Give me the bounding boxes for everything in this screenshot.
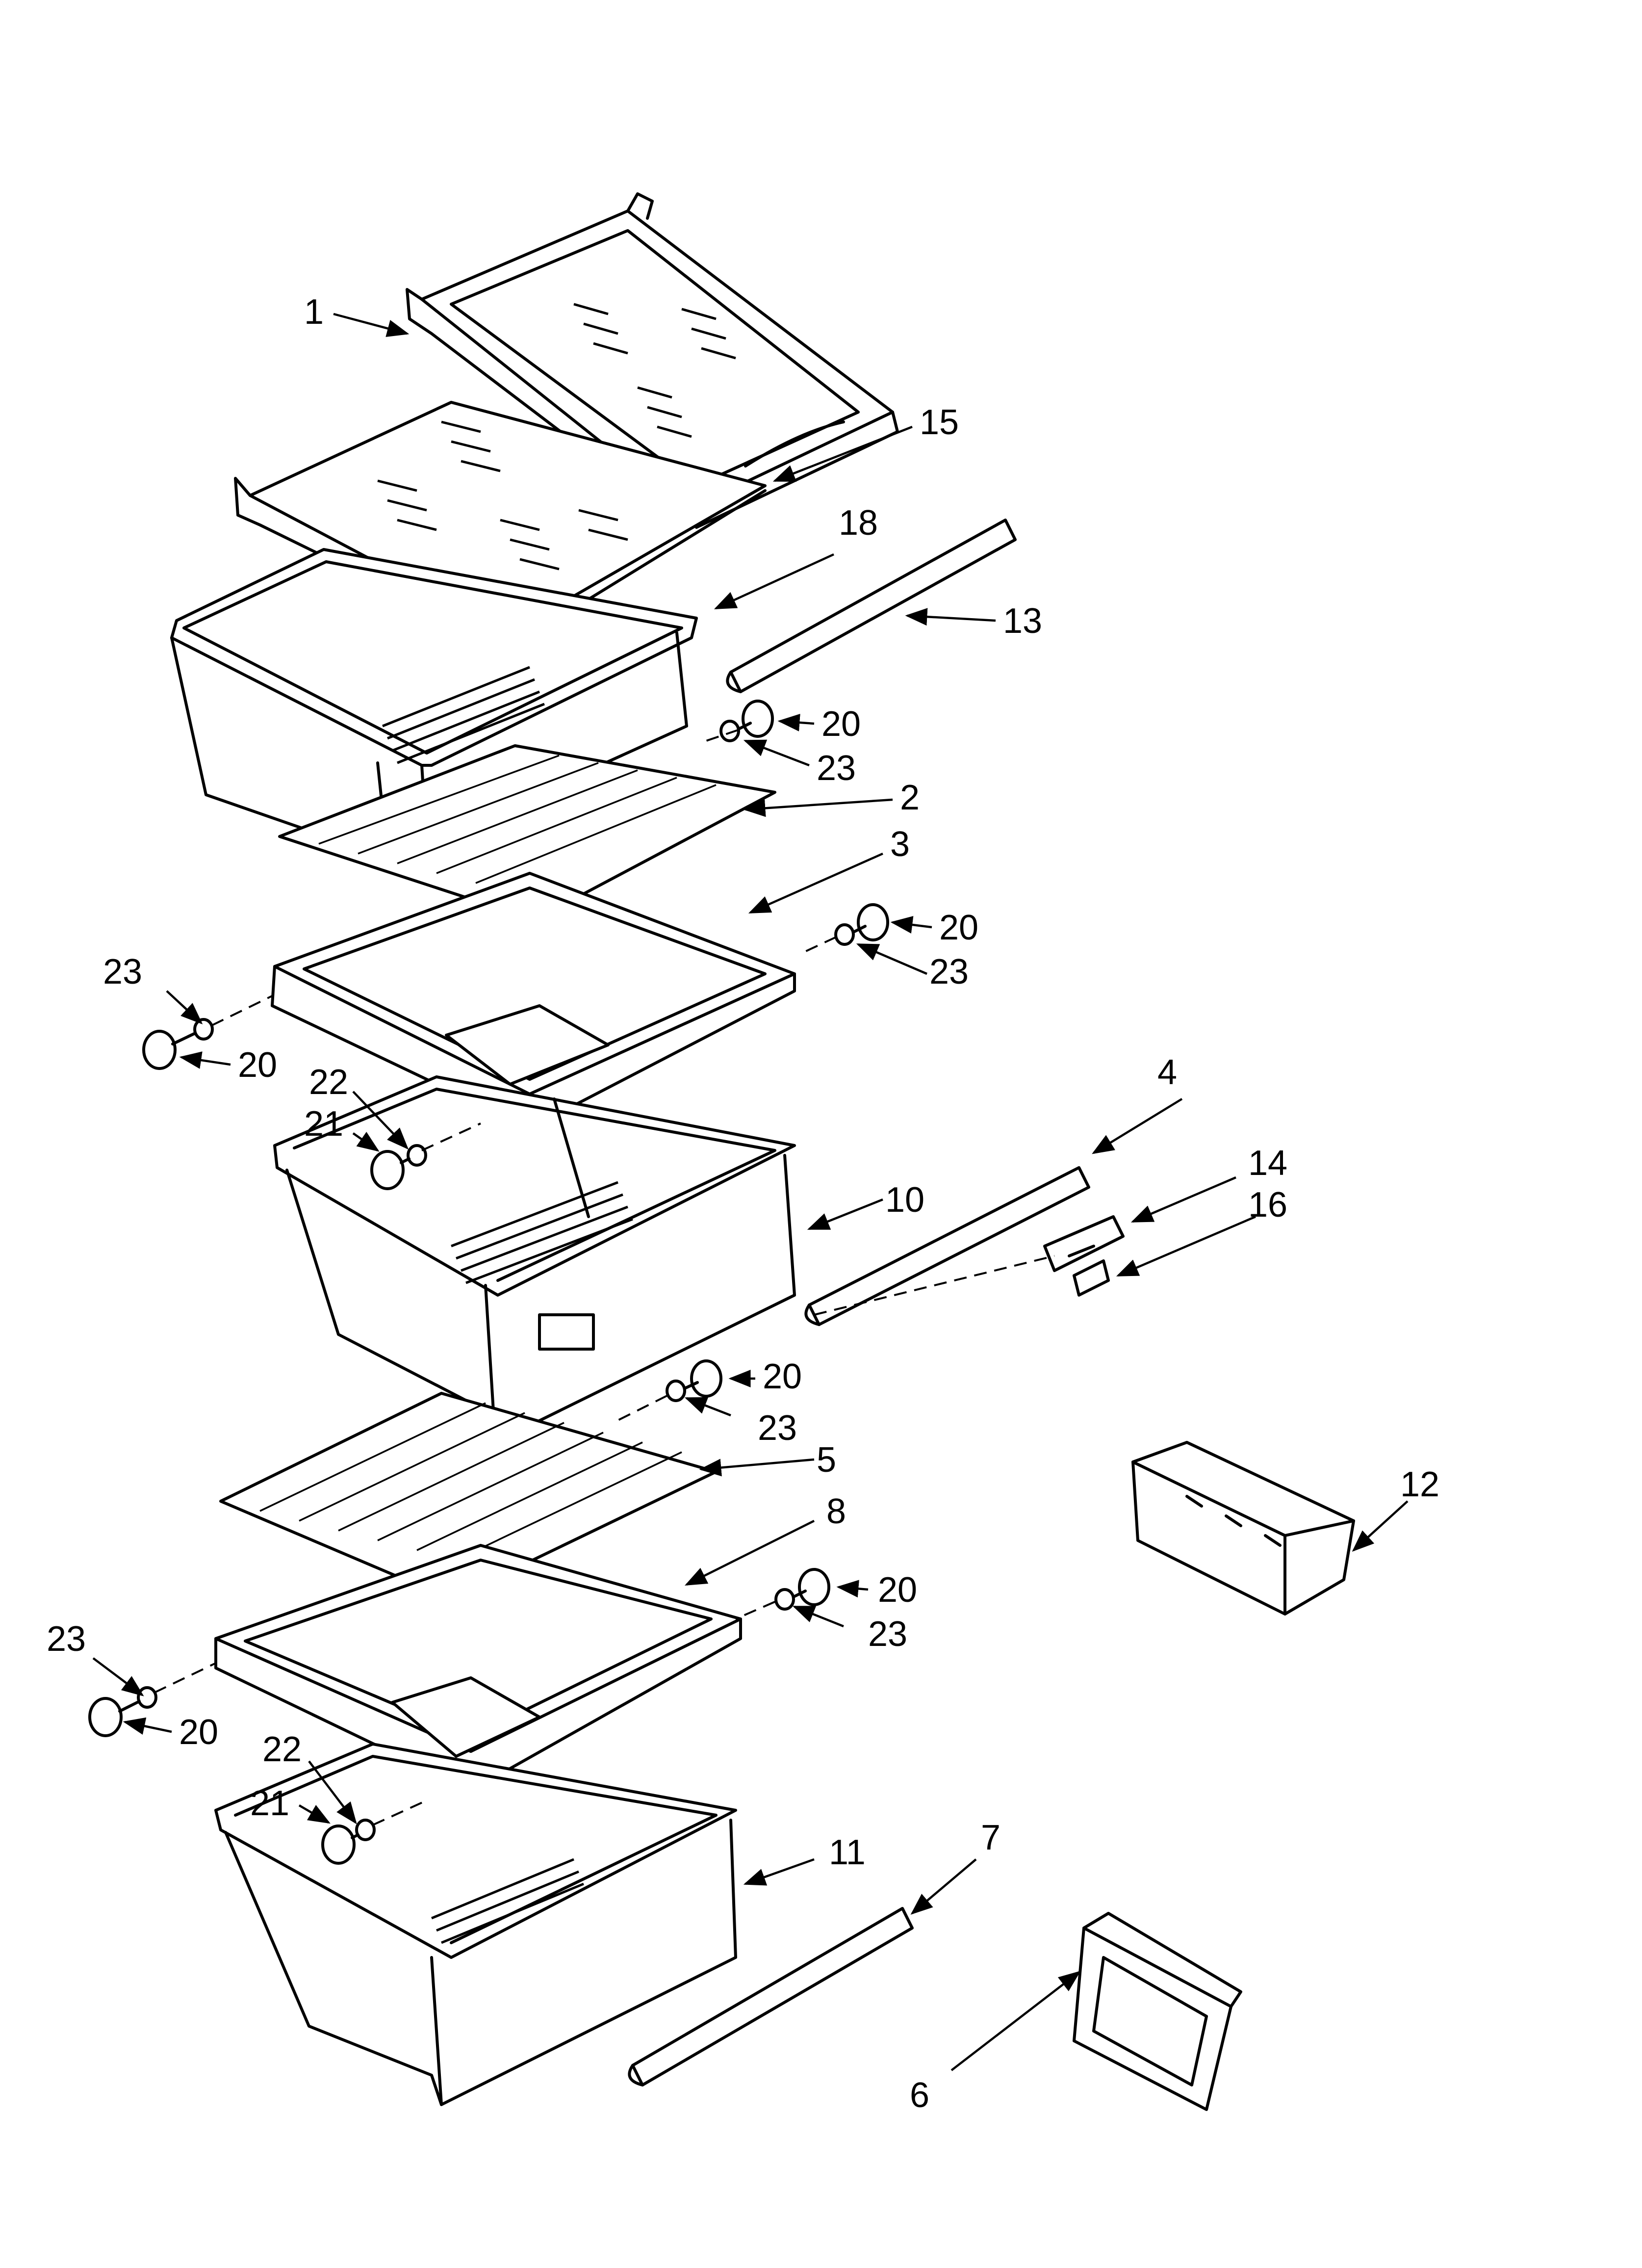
roller-upper-left: [142, 1018, 214, 1070]
lower-crisper-drawer-part-11: [214, 1743, 737, 2106]
callout-20-e: 20: [878, 1570, 917, 1610]
callout-leaders: [92, 313, 1409, 2071]
roller-lower-right: [774, 1568, 830, 1611]
callout-6: 6: [910, 2076, 929, 2115]
roller-assemblies: [88, 700, 889, 1865]
rail-part-13: [726, 519, 1017, 693]
roller-bottom-left: [321, 1819, 376, 1865]
door-bin-part-12: [1131, 1441, 1355, 1616]
callout-23-f: 23: [47, 1619, 86, 1659]
callout-3: 3: [890, 825, 910, 864]
callout-20-c: 20: [238, 1045, 277, 1085]
rail-part-7: [628, 1907, 914, 2086]
callout-23-e: 23: [868, 1615, 907, 1654]
callout-20-f: 20: [179, 1713, 218, 1752]
callout-20-d: 20: [763, 1357, 802, 1396]
callout-4: 4: [1157, 1053, 1177, 1092]
assembly-lines: [154, 729, 1055, 1826]
callout-2: 2: [900, 778, 920, 817]
roller-upper-right-2: [834, 903, 889, 946]
callout-16: 16: [1248, 1185, 1287, 1225]
roller-upper-right-1: [719, 700, 774, 742]
callout-1: 1: [304, 292, 324, 332]
callout-10: 10: [885, 1180, 924, 1220]
callout-21-a: 21: [304, 1104, 343, 1144]
top-shelf-frame-part-1: [406, 192, 899, 529]
callout-13: 13: [1003, 601, 1042, 641]
shelf-frame-part-3: [271, 872, 796, 1130]
callout-20-a: 20: [821, 704, 861, 744]
callout-22-b: 22: [262, 1730, 302, 1769]
callout-15: 15: [920, 403, 959, 442]
callout-23-b: 23: [929, 952, 969, 991]
roller-mid-left: [370, 1144, 427, 1190]
label-holder-part-6: [1073, 1912, 1242, 2111]
callout-23-d: 23: [758, 1408, 797, 1448]
callout-20-b: 20: [939, 908, 978, 947]
callout-22-a: 22: [309, 1063, 348, 1102]
shelf-frame-part-8: [214, 1544, 742, 1792]
callout-12: 12: [1400, 1465, 1439, 1504]
callout-labels: 1 15 18 13 20 23 2 3 20 23 23 20 22 21 4…: [47, 292, 1439, 2115]
clip-parts-14-16: [1043, 1215, 1125, 1297]
callout-21-b: 21: [250, 1784, 289, 1823]
callout-18: 18: [839, 503, 878, 543]
callout-11: 11: [829, 1833, 866, 1872]
upper-crisper-drawer: [170, 548, 698, 858]
roller-lower-left: [88, 1686, 157, 1737]
callout-8: 8: [826, 1492, 846, 1531]
rail-part-4: [804, 1166, 1090, 1326]
roller-mid-right: [666, 1359, 722, 1402]
callout-5: 5: [817, 1440, 836, 1480]
callout-7: 7: [981, 1818, 1001, 1857]
callout-14: 14: [1248, 1144, 1287, 1183]
callout-23-c: 23: [103, 952, 142, 991]
glass-shelf-part-2: [278, 744, 776, 921]
callout-23-a: 23: [817, 749, 856, 788]
